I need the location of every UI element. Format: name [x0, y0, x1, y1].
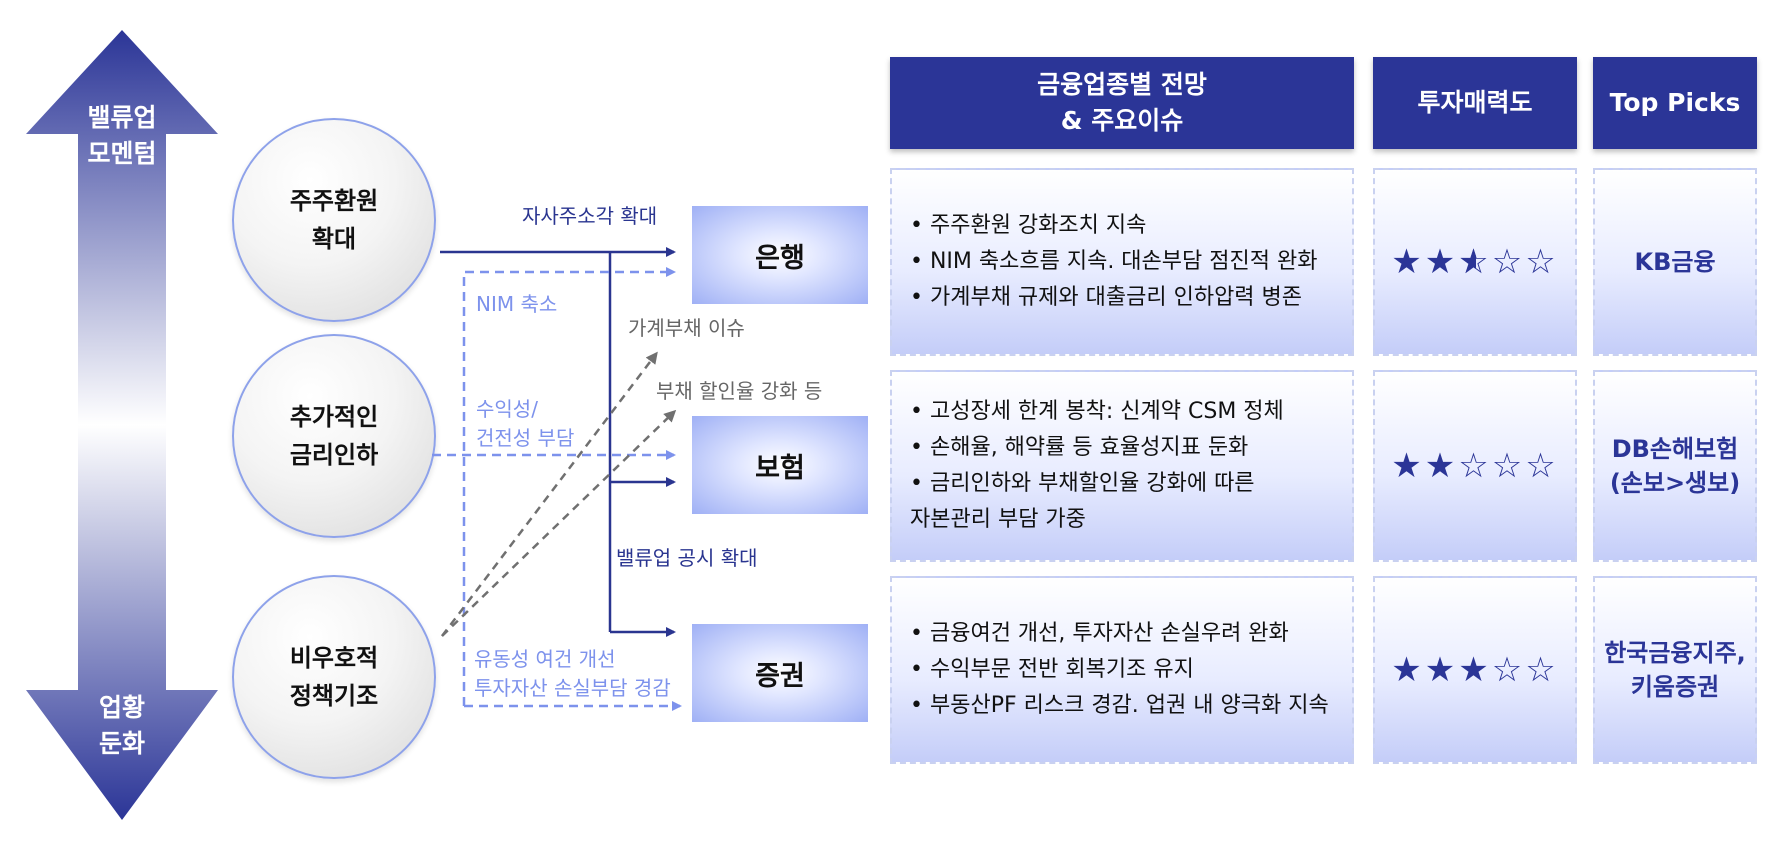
- issue-item: • 주주환원 강화조치 지속: [910, 213, 1147, 238]
- star-filled-icon: ★: [1458, 650, 1492, 690]
- driver-label: 비우호적 정책기조: [289, 644, 379, 710]
- star-empty-icon: ☆: [1491, 242, 1526, 282]
- driver-shareholder-return: 주주환원 확대: [232, 118, 436, 322]
- axis-arrow-shape: [26, 30, 218, 820]
- top-pick-label: KB금융: [1634, 248, 1716, 276]
- flow-label-buyback: 자사주소각 확대: [522, 204, 658, 228]
- star-empty-icon: ☆: [1491, 650, 1526, 690]
- flow-label-household-debt: 가계부채 이슈: [628, 316, 745, 340]
- star-filled-icon: ★: [1424, 242, 1459, 282]
- star-rating: ★★☆★☆☆: [1375, 170, 1575, 354]
- bank-rating-cell: ★★☆★☆☆: [1373, 168, 1577, 356]
- star-half-icon: ☆★: [1458, 242, 1492, 282]
- issue-item: • 부동산PF 리스크 경감. 업권 내 양극화 지속: [910, 693, 1329, 718]
- star-filled-icon: ★: [1391, 446, 1425, 486]
- flow-connectors: [432, 247, 682, 711]
- flow-line-nim: [462, 267, 676, 706]
- flow-line-household-debt: [441, 351, 658, 637]
- issue-list: • 고성장세 한계 봉착: 신계약 CSM 정체 • 손해율, 해약률 등 효율…: [910, 372, 1344, 560]
- star-empty-icon: ☆: [1525, 242, 1559, 282]
- issue-item: • 금융여건 개선, 투자자산 손실우려 완화: [910, 621, 1289, 646]
- insurance-pick-cell: DB손해보험 (손보>생보): [1593, 370, 1757, 562]
- securities-rating-cell: ★★★☆☆: [1373, 576, 1577, 764]
- axis-top-label: 밸류업 모멘텀: [87, 103, 157, 168]
- star-filled-icon: ★: [1391, 242, 1425, 282]
- securities-issues-cell: • 금융여건 개선, 투자자산 손실우려 완화 • 수익부문 전반 회복기조 유…: [890, 576, 1354, 764]
- driver-unfavorable-policy: 비우호적 정책기조: [232, 575, 436, 779]
- sector-label: 보험: [755, 452, 805, 484]
- sector-insurance: 보험: [692, 416, 868, 514]
- flow-label-nim: NIM 축소: [476, 292, 558, 316]
- star-empty-icon: ☆: [1491, 446, 1526, 486]
- header-outlook: 금융업종별 전망 & 주요이슈: [890, 57, 1354, 149]
- issue-list: • 주주환원 강화조치 지속 • NIM 축소흐름 지속. 대손부담 점진적 완…: [910, 170, 1344, 354]
- top-pick-label: DB손해보험 (손보>생보): [1609, 435, 1741, 497]
- sector-bank: 은행: [692, 206, 868, 304]
- star-empty-icon: ☆: [1525, 650, 1559, 690]
- star-empty-icon: ☆: [1458, 446, 1492, 486]
- driver-label: 주주환원 확대: [289, 187, 379, 253]
- star-filled-icon: ★: [1424, 446, 1459, 486]
- driver-rate-cut: 추가적인 금리인하: [232, 334, 436, 538]
- issue-item: • NIM 축소흐름 지속. 대손부담 점진적 완화: [910, 249, 1318, 274]
- flow-label-valueup-disclosure: 밸류업 공시 확대: [616, 546, 758, 570]
- bank-issues-cell: • 주주환원 강화조치 지속 • NIM 축소흐름 지속. 대손부담 점진적 완…: [890, 168, 1354, 356]
- sector-label: 은행: [755, 242, 805, 274]
- issue-item: • 가계부채 규제와 대출금리 인하압력 병존: [910, 285, 1303, 310]
- top-pick-label: 한국금융지주, 키움증권: [1604, 639, 1746, 701]
- driver-label: 추가적인 금리인하: [289, 403, 379, 469]
- star-filled-icon: ★: [1424, 650, 1459, 690]
- header-attractiveness: 투자매력도: [1373, 57, 1577, 149]
- insurance-rating-cell: ★★☆☆☆: [1373, 370, 1577, 562]
- securities-pick-cell: 한국금융지주, 키움증권: [1593, 576, 1757, 764]
- star-rating: ★★★☆☆: [1375, 578, 1575, 762]
- flow-label-profitability: 수익성/ 건전성 부담: [476, 397, 575, 450]
- sector-label: 증권: [755, 660, 805, 692]
- issue-item: • 고성장세 한계 봉착: 신계약 CSM 정체: [910, 399, 1284, 424]
- insurance-issues-cell: • 고성장세 한계 봉착: 신계약 CSM 정체 • 손해율, 해약률 등 효율…: [890, 370, 1354, 562]
- sector-securities: 증권: [692, 624, 868, 722]
- bank-pick-cell: KB금융: [1593, 168, 1757, 356]
- star-empty-icon: ☆: [1525, 446, 1559, 486]
- flow-line-liability-discount: [441, 409, 677, 637]
- flow-label-liquidity: 유동성 여건 개선 투자자산 손실부담 경감: [474, 647, 671, 700]
- momentum-axis-arrow: [26, 30, 218, 820]
- header-top-picks: Top Picks: [1593, 57, 1757, 149]
- issue-list: • 금융여건 개선, 투자자산 손실우려 완화 • 수익부문 전반 회복기조 유…: [910, 578, 1344, 762]
- star-filled-icon: ★: [1391, 650, 1425, 690]
- issue-item: • 금리인하와 부채할인율 강화에 따른 자본관리 부담 가중: [910, 471, 1255, 532]
- flow-label-liability-discount: 부채 할인율 강화 등: [656, 379, 823, 403]
- issue-item: • 손해율, 해약률 등 효율성지표 둔화: [910, 435, 1249, 460]
- issue-item: • 수익부문 전반 회복기조 유지: [910, 657, 1194, 682]
- star-rating: ★★☆☆☆: [1375, 372, 1575, 560]
- axis-bottom-label: 업황 둔화: [98, 693, 145, 758]
